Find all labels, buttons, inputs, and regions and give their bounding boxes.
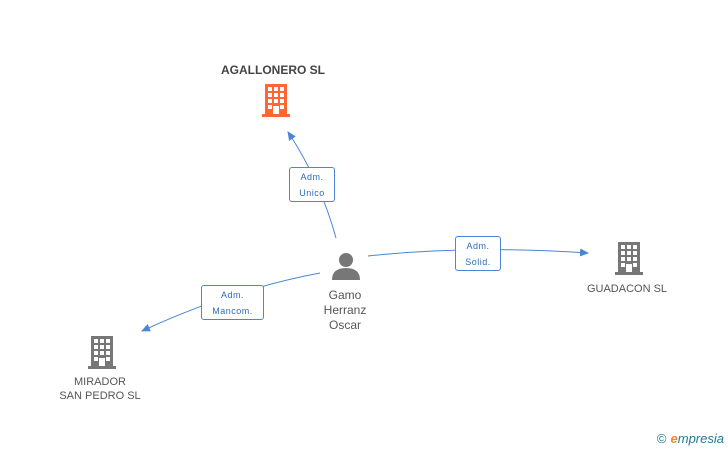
node-label-line: Gamo [328, 288, 362, 302]
node-label-agallonero[interactable]: AGALLONERO SL [221, 63, 325, 77]
person-icon[interactable] [332, 253, 360, 280]
copyright-icon: © [656, 431, 667, 446]
edge-label-line: Mancom. [212, 306, 253, 316]
node-label-line: MIRADOR [74, 376, 126, 388]
node-label-mirador[interactable]: MIRADOR SAN PEDRO SL [40, 375, 160, 403]
brand-rest: mpresia [677, 431, 724, 446]
edge-label-agallonero[interactable]: Adm. Unico [289, 167, 335, 202]
edge-label-mirador[interactable]: Adm. Mancom. [201, 285, 264, 320]
brand-logo: ©empresia [657, 431, 724, 446]
edge-label-line: Adm. [300, 172, 324, 182]
node-label-person[interactable]: Gamo Herranz Oscar [300, 288, 390, 333]
edge-label-guadacon[interactable]: Adm. Solid. [455, 236, 501, 271]
building-icon[interactable] [262, 84, 290, 117]
node-label-line: Oscar [328, 318, 361, 332]
edge-label-line: Solid. [465, 257, 491, 267]
brand-e: e [670, 431, 678, 446]
edge-label-line: Adm. [220, 290, 244, 300]
building-icon[interactable] [615, 242, 643, 275]
node-label-guadacon[interactable]: GUADACON SL [572, 282, 682, 296]
edge-label-line: Unico [299, 188, 325, 198]
node-label-line: SAN PEDRO SL [59, 390, 141, 402]
node-label-text: GUADACON SL [586, 283, 668, 295]
edge-label-line: Adm. [466, 241, 490, 251]
building-icon[interactable] [88, 336, 116, 369]
node-label-line: Herranz [323, 303, 367, 317]
